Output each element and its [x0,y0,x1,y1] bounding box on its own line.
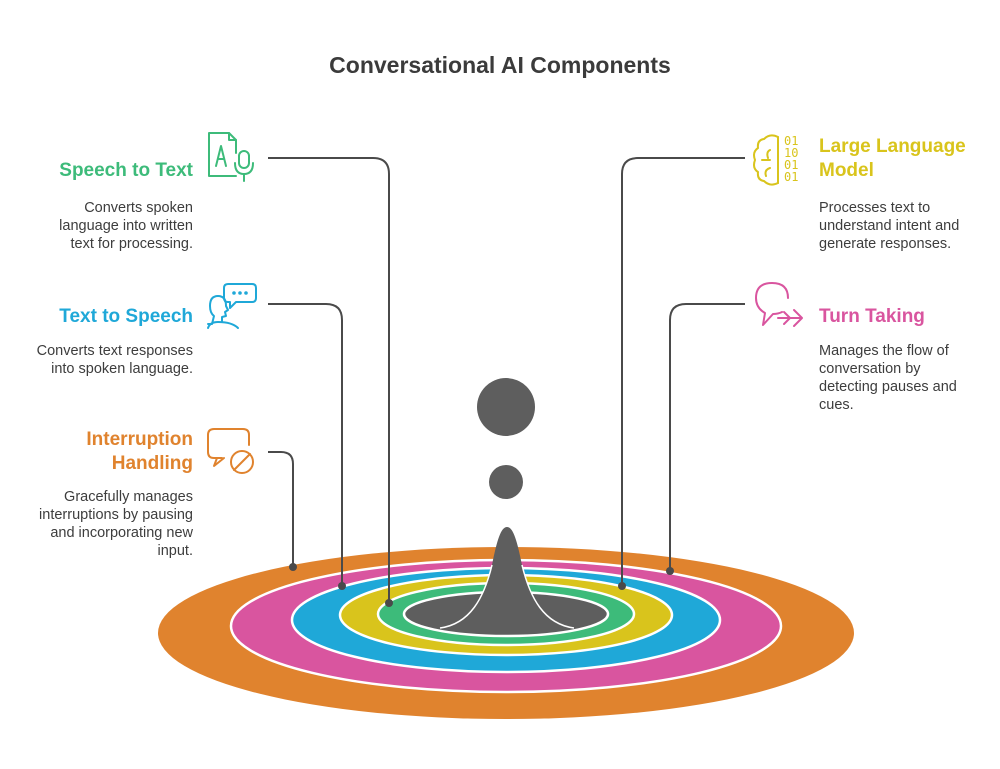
llm-heading-line: Large Language [819,136,966,157]
speech-bubble-arrow-icon [755,282,803,327]
text-to-speech-desc-line: Converts text responses [36,343,193,359]
connector-dot-turn-taking [666,567,674,575]
turn-taking-desc-line: Manages the flow of [819,343,949,359]
turn-taking-description: Manages the flow of conversation by dete… [819,342,989,414]
turn-taking-desc-line: cues. [819,397,854,413]
speech-to-text-desc-line: text for processing. [70,236,194,252]
interruption-desc-line: interruptions by pausing [39,507,193,523]
interruption-desc-line: input. [157,543,193,559]
connector-dot-speech-to-text [385,599,393,607]
connector-speech-to-text [268,157,390,603]
brain-binary-icon: 01 10 01 01 [753,134,798,186]
interruption-description: Gracefully manages interruptions by paus… [0,488,193,560]
text-to-speech-desc-line: into spoken language. [51,361,193,377]
speech-to-text-description: Converts spoken language into written te… [0,199,193,253]
connector-dot-text-to-speech [338,582,346,590]
llm-desc-line: Processes text to [819,200,931,216]
svg-text:01: 01 [784,158,798,172]
person-speech-bubble-icon [207,283,257,329]
svg-text:10: 10 [784,146,798,160]
document-microphone-icon [208,132,254,182]
llm-desc-line: generate responses. [819,236,952,252]
interruption-heading-line: Handling [111,453,193,474]
turn-taking-heading: Turn Taking [819,306,925,327]
speech-to-text-desc-line: Converts spoken [84,200,193,216]
svg-text:01: 01 [784,170,798,184]
text-to-speech-heading: Text to Speech [59,306,193,327]
svg-text:01: 01 [784,134,798,148]
falling-drop-large [477,378,535,436]
llm-heading-line: Model [819,160,874,181]
diagram-title: Conversational AI Components [329,52,671,78]
connector-interruption [268,451,294,567]
llm-heading: Large Language Model [819,135,966,183]
connector-turn-taking [669,303,745,571]
splash-highlight-right [521,564,575,629]
connector-llm [621,157,745,586]
speech-to-text-heading: Speech to Text [59,160,193,181]
interruption-heading: Interruption Handling [86,428,193,476]
interruption-heading-line: Interruption [86,429,193,450]
text-to-speech-description: Converts text responses into spoken lang… [0,342,193,378]
interruption-desc-line: Gracefully manages [64,489,193,505]
connector-dot-llm [618,582,626,590]
speech-bubble-prohibited-icon [207,428,254,474]
connector-dot-interruption [289,563,297,571]
turn-taking-desc-line: conversation by [819,361,921,377]
turn-taking-desc-line: detecting pauses and [819,379,957,395]
speech-to-text-desc-line: language into written [59,218,193,234]
drop-splash [440,527,574,628]
connector-text-to-speech [268,303,343,586]
llm-description: Processes text to understand intent and … [819,199,989,253]
splash-highlight [439,564,493,629]
falling-drop-small [489,465,523,499]
interruption-desc-line: and incorporating new [50,525,193,541]
llm-desc-line: understand intent and [819,218,960,234]
